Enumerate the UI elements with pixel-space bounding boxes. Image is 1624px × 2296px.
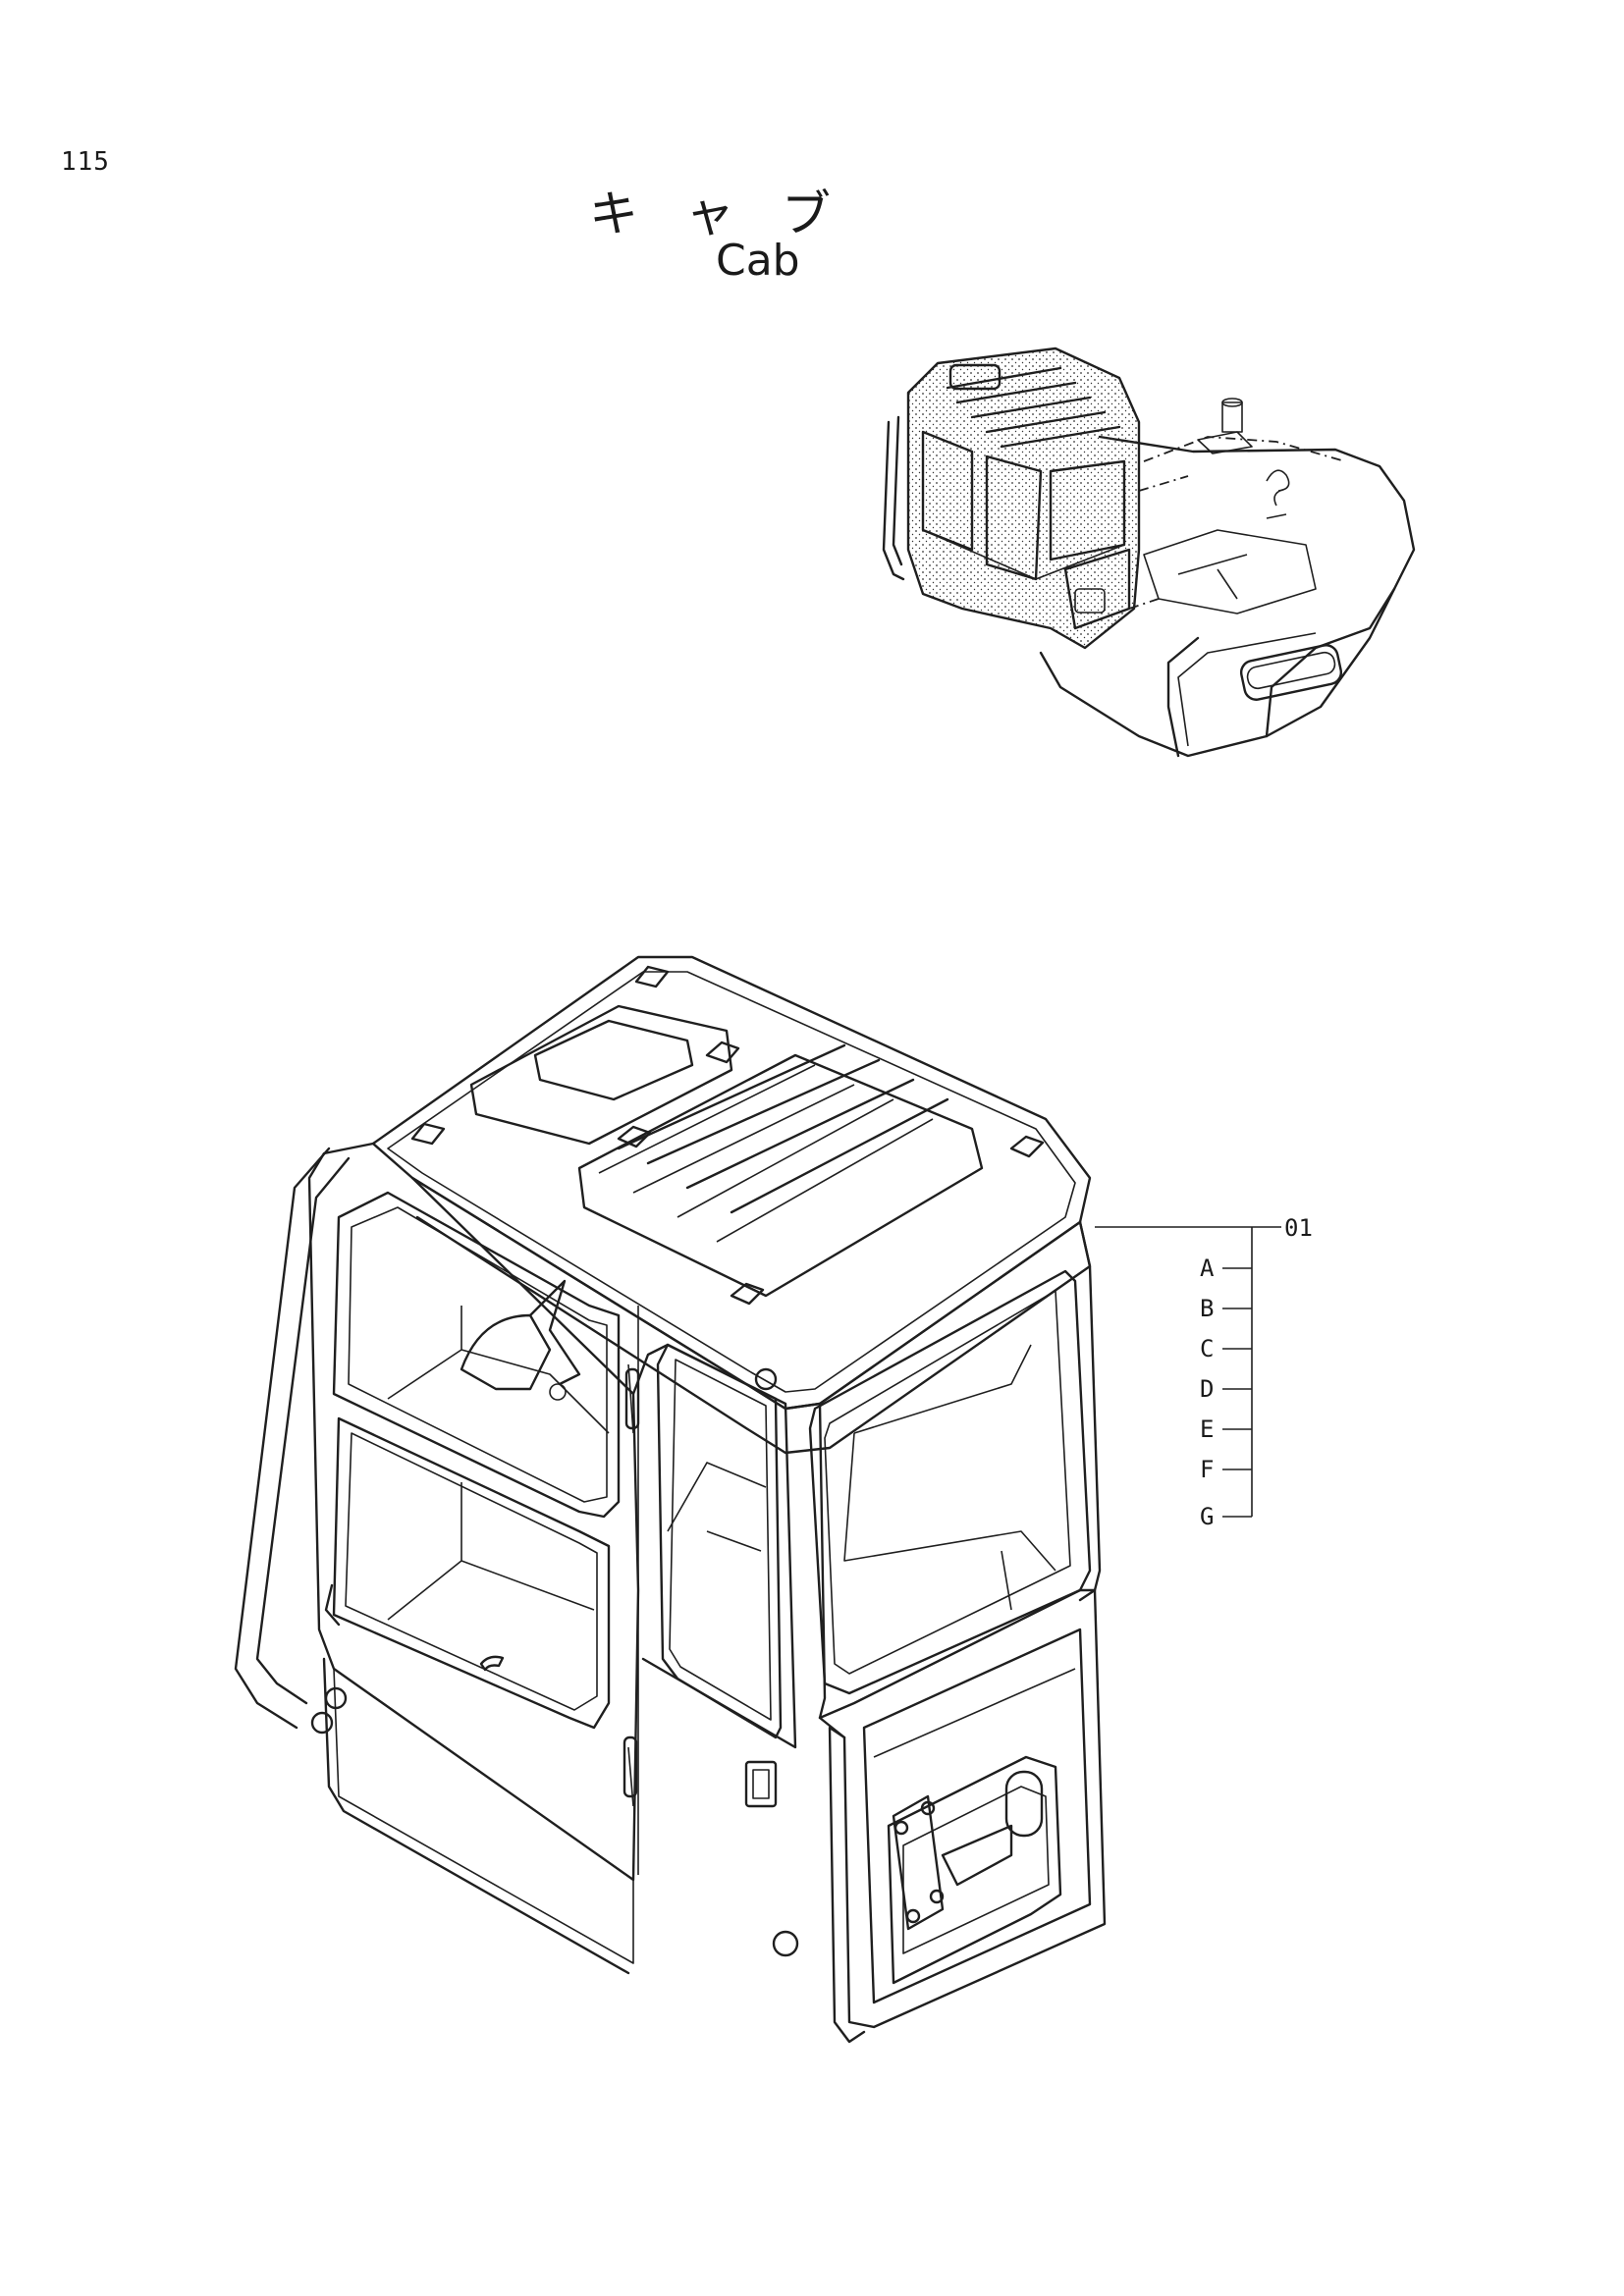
callout-sub-b: B	[1200, 1295, 1214, 1322]
title-japanese: キャブ	[589, 186, 878, 242]
callout-sub-a: A	[1200, 1255, 1215, 1282]
callout-sub-list: A B C D E F G	[1200, 1255, 1252, 1530]
main-cab-illustration	[234, 955, 1107, 2044]
page-number: 115	[61, 147, 110, 177]
callout-group: 01 A B C D E F G	[1095, 1214, 1313, 1530]
callout-sub-d: D	[1200, 1375, 1214, 1403]
callout-sub-c: C	[1200, 1335, 1214, 1362]
callout-main-label: 01	[1284, 1214, 1313, 1242]
callout-sub-f: F	[1200, 1456, 1214, 1483]
title-english: Cab	[716, 236, 800, 286]
overview-machine-illustration	[882, 347, 1416, 758]
callout-sub-e: E	[1200, 1415, 1214, 1443]
callout-sub-g: G	[1200, 1503, 1214, 1530]
